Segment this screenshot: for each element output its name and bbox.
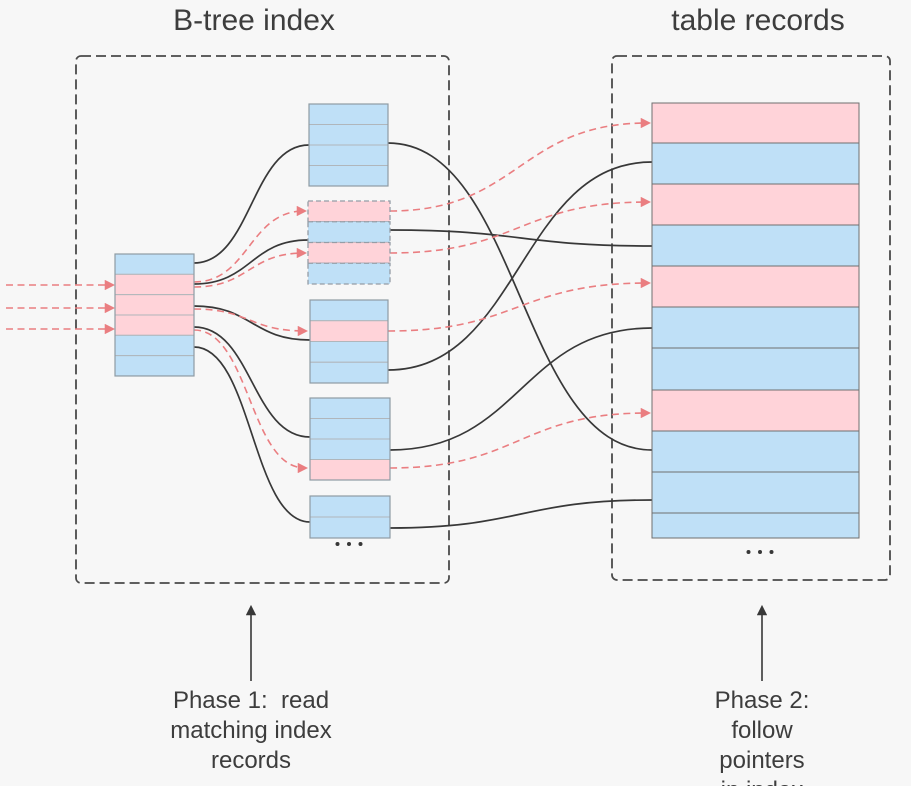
leaf-node-3-row-4 bbox=[309, 361, 389, 384]
leaf-node-1-row-1 bbox=[308, 103, 389, 125]
leaf-node-2-row-1 bbox=[307, 200, 391, 223]
ellipsis-dots-2-1 bbox=[746, 550, 751, 554]
index-region-outline bbox=[75, 55, 450, 584]
leaf-node-4-row-2 bbox=[309, 418, 391, 440]
black-curve-edge-2 bbox=[193, 239, 309, 285]
black-curve-edge-9 bbox=[389, 327, 653, 451]
leaf-node-5-row-2 bbox=[309, 516, 391, 539]
ellipsis-dots-1-2 bbox=[347, 542, 351, 546]
leaf-node-4-row-3 bbox=[309, 438, 391, 460]
ellipsis-dots-1-3 bbox=[358, 542, 363, 546]
red-dashed-pointer-arrow-11 bbox=[389, 407, 652, 469]
btree-index-title: B-tree index bbox=[173, 4, 335, 37]
leaf-node-4-row-4 bbox=[309, 459, 391, 481]
table-records-stack-row-6 bbox=[651, 306, 860, 349]
ellipsis-dots-2-3 bbox=[769, 550, 774, 554]
red-dashed-pointer-arrow-8 bbox=[389, 117, 652, 212]
root-node-row-5 bbox=[114, 334, 195, 357]
red-dashed-pointer-arrow-10 bbox=[387, 277, 652, 332]
leaf-node-5-outline bbox=[309, 495, 391, 539]
leaf-node-4-row-1 bbox=[309, 397, 391, 419]
leaf-node-3-outline bbox=[309, 299, 389, 384]
root-node-row-6 bbox=[114, 355, 195, 377]
root-node-outline bbox=[114, 253, 195, 377]
phase2-label: Phase 2: follow pointers in index record… bbox=[714, 687, 810, 786]
black-curve-edge-3 bbox=[193, 305, 311, 341]
black-curve-edge-1 bbox=[193, 144, 310, 264]
leaf-node-2-row-3 bbox=[307, 241, 391, 264]
table-records-stack-row-4 bbox=[651, 224, 860, 267]
leaf-node-5-row-1 bbox=[309, 495, 391, 518]
black-curve-edge-4 bbox=[193, 326, 311, 438]
table-records-stack-row-10 bbox=[651, 471, 860, 514]
leaf-node-1-row-2 bbox=[308, 124, 389, 146]
table-records-stack-row-9 bbox=[651, 430, 860, 473]
black-curve-edge-7 bbox=[389, 229, 653, 247]
black-curve-edge-6 bbox=[387, 142, 653, 451]
red-dashed-pointer-arrow-5 bbox=[193, 247, 308, 288]
red-dashed-pointer-arrow-4 bbox=[193, 205, 308, 283]
leaf-node-2-row-2 bbox=[307, 221, 391, 244]
root-node-row-4 bbox=[114, 314, 195, 336]
table-records-stack-row-8 bbox=[651, 389, 860, 432]
red-dashed-pointer-arrow-9 bbox=[389, 196, 652, 254]
red-dashed-pointer-arrow-6 bbox=[193, 308, 309, 337]
red-dashed-pointer-arrow-7 bbox=[193, 329, 309, 474]
leaf-node-1-row-4 bbox=[308, 165, 389, 187]
table-records-title: table records bbox=[671, 4, 845, 37]
black-curve-edge-8 bbox=[387, 161, 653, 371]
leaf-node-3-row-3 bbox=[309, 341, 389, 363]
table-records-stack-row-11 bbox=[651, 512, 860, 539]
ellipsis-dots-1-1 bbox=[335, 542, 340, 546]
black-curve-edge-10 bbox=[389, 499, 653, 529]
table-records-stack-row-3 bbox=[651, 183, 860, 226]
table-records-stack-row-2 bbox=[651, 142, 860, 185]
leaf-node-1-outline bbox=[308, 103, 389, 187]
root-node-row-3 bbox=[114, 294, 195, 316]
leaf-node-3-row-1 bbox=[309, 299, 389, 322]
phase1-label: Phase 1: read matching index records bbox=[170, 687, 332, 774]
table-records-stack-row-5 bbox=[651, 265, 860, 308]
leaf-node-1-row-3 bbox=[308, 144, 389, 166]
leaf-node-3-row-2 bbox=[309, 320, 389, 342]
root-node-row-2 bbox=[114, 273, 195, 296]
table-records-stack-row-7 bbox=[651, 347, 860, 391]
table-records-stack-row-1 bbox=[651, 102, 860, 144]
leaf-node-4-outline bbox=[309, 397, 391, 481]
black-curve-edge-5 bbox=[193, 346, 311, 523]
root-node-row-1 bbox=[114, 253, 195, 275]
table-region-outline bbox=[611, 55, 891, 581]
ellipsis-dots-2-2 bbox=[758, 550, 762, 554]
leaf-node-2-row-4 bbox=[307, 262, 391, 285]
